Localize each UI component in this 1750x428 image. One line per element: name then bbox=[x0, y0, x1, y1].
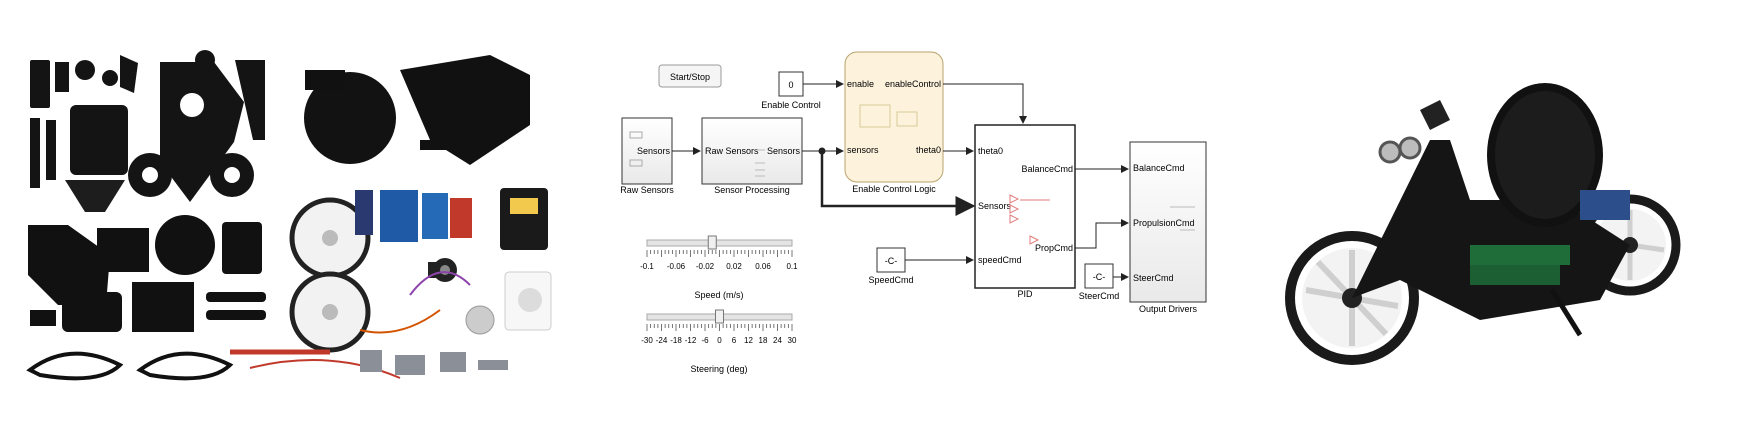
slider-tick-label: 0.02 bbox=[726, 262, 742, 271]
enable-constant-block[interactable]: 0 Enable Control bbox=[761, 71, 821, 110]
slider-tick-label: 6 bbox=[732, 336, 737, 345]
sensor-processing-label: Sensor Processing bbox=[714, 185, 790, 195]
svg-text:Start/Stop: Start/Stop bbox=[670, 72, 710, 82]
slider-tick-label: 0.1 bbox=[786, 262, 798, 271]
speed-slider-ticks: -0.1 -0.06 -0.02 0.02 0.06 0.1 bbox=[640, 250, 798, 271]
svg-text:Sensors: Sensors bbox=[637, 146, 671, 156]
slider-tick-label: 0 bbox=[717, 336, 722, 345]
pid-label: PID bbox=[1017, 289, 1033, 299]
svg-text:theta0: theta0 bbox=[916, 145, 941, 155]
steer-constant-block[interactable]: -C- SteerCmd bbox=[1079, 263, 1120, 301]
raw-sensors-label: Raw Sensors bbox=[620, 185, 674, 195]
steer-constant-label: SteerCmd bbox=[1079, 291, 1120, 301]
svg-text:Raw Sensors: Raw Sensors bbox=[705, 146, 759, 156]
assembled-balancing-bike-render bbox=[1285, 83, 1681, 365]
svg-text:Sensors: Sensors bbox=[978, 201, 1012, 211]
slider-tick-label: 18 bbox=[759, 336, 768, 345]
enable-control-logic-label: Enable Control Logic bbox=[852, 184, 936, 194]
output-drivers-block[interactable]: BalanceCmd PropulsionCmd SteerCmd Output… bbox=[1129, 141, 1207, 314]
pid-block[interactable]: theta0 Sensors speedCmd BalanceCmd PropC… bbox=[974, 124, 1076, 299]
svg-text:enable: enable bbox=[847, 79, 874, 89]
svg-text:sensors: sensors bbox=[847, 145, 879, 155]
steering-slider-label: Steering (deg) bbox=[690, 364, 747, 374]
enable-control-logic-block[interactable]: enable sensors enableControl theta0 Enab… bbox=[844, 51, 944, 194]
slider-tick-label: -24 bbox=[656, 336, 668, 345]
slider-tick-label: -0.1 bbox=[640, 262, 654, 271]
raw-sensors-block[interactable]: Sensors Raw Sensors bbox=[620, 117, 674, 195]
slider-tick-label: -18 bbox=[670, 336, 682, 345]
steering-slider-ticks: -30-24-18-12 -6 0 6 12 18 24 30 bbox=[641, 324, 797, 345]
slider-tick-label: -6 bbox=[701, 336, 709, 345]
slider-tick-label: -12 bbox=[685, 336, 697, 345]
slider-tick-label: -0.02 bbox=[696, 262, 715, 271]
svg-text:SteerCmd: SteerCmd bbox=[1133, 273, 1174, 283]
speed-slider-label: Speed (m/s) bbox=[694, 290, 743, 300]
steering-slider-thumb[interactable] bbox=[715, 309, 724, 324]
model-diagram: Start/Stop 0 Enable Control Sensors Raw … bbox=[620, 51, 1207, 374]
svg-text:PropCmd: PropCmd bbox=[1035, 243, 1073, 253]
slider-tick-label: 12 bbox=[744, 336, 753, 345]
slider-tick-label: 0.06 bbox=[755, 262, 771, 271]
robot-parts-kit-photo bbox=[26, 50, 552, 381]
enable-constant-label: Enable Control bbox=[761, 100, 821, 110]
slider-tick-label: -30 bbox=[641, 336, 653, 345]
slider-tick-label: 24 bbox=[773, 336, 782, 345]
svg-text:-C-: -C- bbox=[885, 256, 898, 266]
svg-text:enableControl: enableControl bbox=[885, 79, 941, 89]
slider-tick-label: -0.06 bbox=[667, 262, 686, 271]
svg-text:0: 0 bbox=[788, 80, 793, 90]
slider-tick-label: 30 bbox=[788, 336, 797, 345]
speed-slider-thumb[interactable] bbox=[707, 235, 717, 250]
svg-text:theta0: theta0 bbox=[978, 146, 1003, 156]
speed-constant-block[interactable]: -C- SpeedCmd bbox=[868, 247, 914, 285]
signal-wires bbox=[672, 80, 1129, 281]
speed-slider[interactable]: -0.1 -0.06 -0.02 0.02 0.06 0.1 Speed (m/s) bbox=[640, 235, 798, 300]
svg-text:BalanceCmd: BalanceCmd bbox=[1133, 163, 1185, 173]
output-drivers-label: Output Drivers bbox=[1139, 304, 1198, 314]
speed-constant-label: SpeedCmd bbox=[868, 275, 913, 285]
svg-text:-C-: -C- bbox=[1093, 272, 1106, 282]
svg-text:Sensors: Sensors bbox=[767, 146, 801, 156]
svg-text:speedCmd: speedCmd bbox=[978, 255, 1022, 265]
start-stop-button[interactable]: Start/Stop bbox=[658, 64, 722, 88]
sensor-processing-block[interactable]: Raw Sensors Sensors Sensor Processing bbox=[701, 117, 803, 195]
steering-slider[interactable]: -30-24-18-12 -6 0 6 12 18 24 30 Steering (deg) bbox=[641, 309, 797, 374]
svg-text:BalanceCmd: BalanceCmd bbox=[1021, 164, 1073, 174]
svg-text:PropulsionCmd: PropulsionCmd bbox=[1133, 218, 1195, 228]
